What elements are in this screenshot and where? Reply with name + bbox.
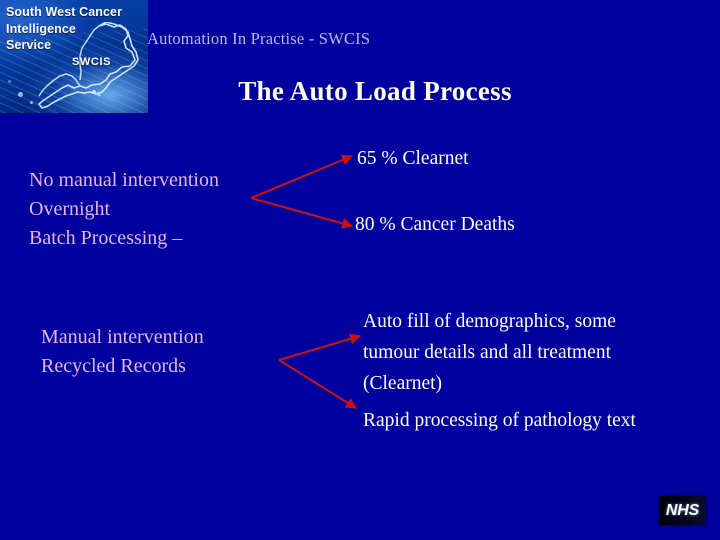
- swcis-logo-banner: South West Cancer Intelligence Service S…: [0, 0, 148, 113]
- arrow-to-clearnet: [250, 154, 354, 199]
- left-block-1-line-1: No manual intervention: [29, 169, 219, 191]
- left-block-1-line-2: Overnight: [29, 198, 111, 220]
- logo-spark-icon: [30, 101, 33, 104]
- slide-header-text: Automation In Practise - SWCIS: [147, 29, 371, 48]
- logo-text-line-2: Intelligence: [6, 21, 76, 36]
- arrow-to-cancer-deaths: [250, 197, 354, 229]
- left-text-block-automatic: No manual intervention Overnight Batch P…: [29, 166, 219, 253]
- left-text-block-manual: Manual intervention Recycled Records: [41, 323, 204, 381]
- nhs-logo-label: NHS: [665, 501, 700, 519]
- south-west-england-map-icon: [38, 22, 139, 109]
- swcis-map-label: SWCIS: [72, 56, 112, 68]
- logo-text-line-1: South West Cancer: [6, 5, 123, 19]
- right-text-clearnet-percentage: 65 % Clearnet: [357, 148, 469, 169]
- left-block-1-line-3: Batch Processing –: [29, 227, 183, 249]
- logo-spark-icon: [8, 80, 11, 83]
- left-block-2-line-1: Manual intervention: [41, 326, 204, 348]
- logo-text-line-3: Service: [6, 38, 52, 53]
- arrow-to-rapid-processing: [278, 359, 357, 409]
- arrow-to-auto-fill: [278, 333, 362, 361]
- swcis-logo-text: South West Cancer Intelligence Service: [6, 4, 126, 54]
- nhs-logo: NHS: [659, 496, 706, 525]
- logo-spark-icon: [18, 92, 23, 97]
- right-text-rapid-processing: Rapid processing of pathology text: [363, 410, 636, 431]
- page-title: The Auto Load Process: [238, 76, 512, 106]
- left-block-2-line-2: Recycled Records: [41, 355, 186, 377]
- right-text-cancer-deaths-percentage: 80 % Cancer Deaths: [355, 214, 515, 235]
- right-text-auto-fill-details: Auto fill of demographics, some tumour d…: [363, 311, 616, 394]
